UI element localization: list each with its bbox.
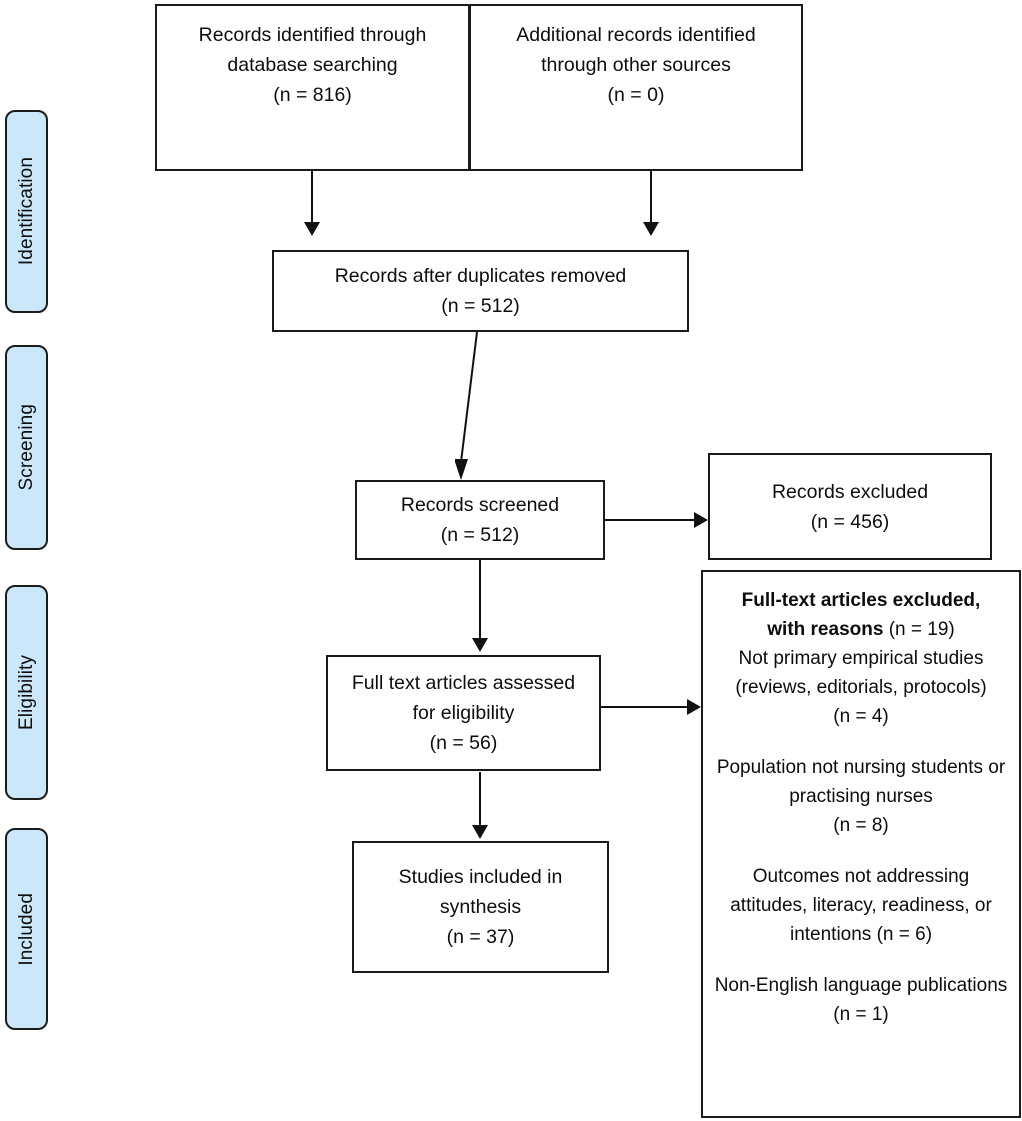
connector-line-fulltext-to-reasons — [601, 706, 687, 708]
reason-3-text: Outcomes not addressing attitudes, liter… — [730, 866, 992, 945]
reason-1-text: Not primary empirical studies (reviews, … — [735, 648, 987, 698]
box-fulltext-assessed-line2: for eligibility — [412, 702, 515, 724]
reason-1-count: (n = 4) — [833, 706, 889, 727]
stage-label-eligibility: Eligibility — [5, 585, 48, 800]
connector-line-screened-to-fulltext — [479, 560, 481, 640]
box-fulltext-assessed-line1: Full text articles assessed — [351, 672, 576, 694]
box-records-identified-other-line1: Additional records identified — [516, 24, 756, 46]
box-fulltext-assessed-count: (n = 56) — [429, 732, 498, 754]
stage-label-identification: Identification — [5, 110, 48, 313]
box-records-after-duplicates-removed: Records after duplicates removed (n = 51… — [272, 250, 689, 332]
arrow-screened-to-excluded — [694, 512, 708, 528]
box-fulltext-excluded-heading-line2: with reasons (n = 19) — [767, 615, 954, 644]
arrow-duplicates-to-screened — [455, 331, 478, 480]
box-records-identified-other-count: (n = 0) — [607, 84, 665, 106]
box-records-identified-other-line2: through other sources — [541, 54, 731, 76]
box-records-identified-other: Additional records identified through ot… — [469, 4, 803, 171]
box-records-identified-database-line2: database searching — [227, 54, 398, 76]
box-records-excluded-count: (n = 456) — [810, 510, 890, 533]
box-records-after-duplicates-removed-count: (n = 512) — [441, 295, 520, 317]
arrow-fulltext-to-included — [472, 825, 488, 839]
box-records-after-duplicates-removed-line1: Records after duplicates removed — [334, 265, 627, 287]
arrow-screened-to-fulltext — [472, 638, 488, 652]
box-records-excluded-line1: Records excluded — [771, 480, 929, 503]
reason-2-text: Population not nursing students or pract… — [716, 757, 1006, 807]
stage-label-included-text: Included — [15, 892, 37, 966]
box-fulltext-excluded-heading-bold: with reasons — [767, 619, 884, 640]
reason-4-text: Non-English language publications (n = 1… — [714, 975, 1008, 1025]
box-records-identified-database-count: (n = 816) — [273, 84, 352, 106]
box-studies-included-count: (n = 37) — [446, 926, 515, 948]
reason-2-count: (n = 8) — [833, 815, 889, 836]
box-studies-included: Studies included in synthesis (n = 37) — [352, 841, 609, 973]
box-records-screened-count: (n = 512) — [440, 524, 520, 546]
connector-line-database-to-duplicates — [311, 169, 313, 224]
box-fulltext-excluded-heading-line1: Full-text articles excluded, — [741, 590, 981, 611]
box-records-excluded: Records excluded (n = 456) — [708, 453, 992, 560]
box-records-identified-database: Records identified through database sear… — [155, 4, 470, 171]
arrow-database-to-duplicates — [304, 222, 320, 236]
box-records-screened: Records screened (n = 512) — [355, 480, 605, 560]
connector-line-screened-to-excluded — [605, 519, 695, 521]
box-fulltext-excluded-heading-count: (n = 19) — [883, 619, 955, 640]
stage-label-screening: Screening — [5, 345, 48, 550]
connector-line-other-to-duplicates — [650, 169, 652, 224]
stage-label-eligibility-text: Eligibility — [15, 654, 37, 730]
box-fulltext-assessed: Full text articles assessed for eligibil… — [326, 655, 601, 771]
box-records-identified-database-line1: Records identified through — [198, 24, 427, 46]
stage-label-included: Included — [5, 828, 48, 1030]
connector-line-fulltext-to-included — [479, 772, 481, 827]
box-studies-included-line2: synthesis — [439, 896, 522, 918]
stage-label-screening-text: Screening — [15, 404, 37, 491]
arrow-other-to-duplicates — [643, 222, 659, 236]
box-fulltext-excluded-with-reasons: Full-text articles excluded, with reason… — [701, 570, 1021, 1118]
arrow-fulltext-to-reasons — [687, 699, 701, 715]
box-studies-included-line1: Studies included in — [398, 866, 563, 888]
box-records-screened-line1: Records screened — [400, 494, 560, 516]
stage-label-identification-text: Identification — [15, 157, 37, 266]
